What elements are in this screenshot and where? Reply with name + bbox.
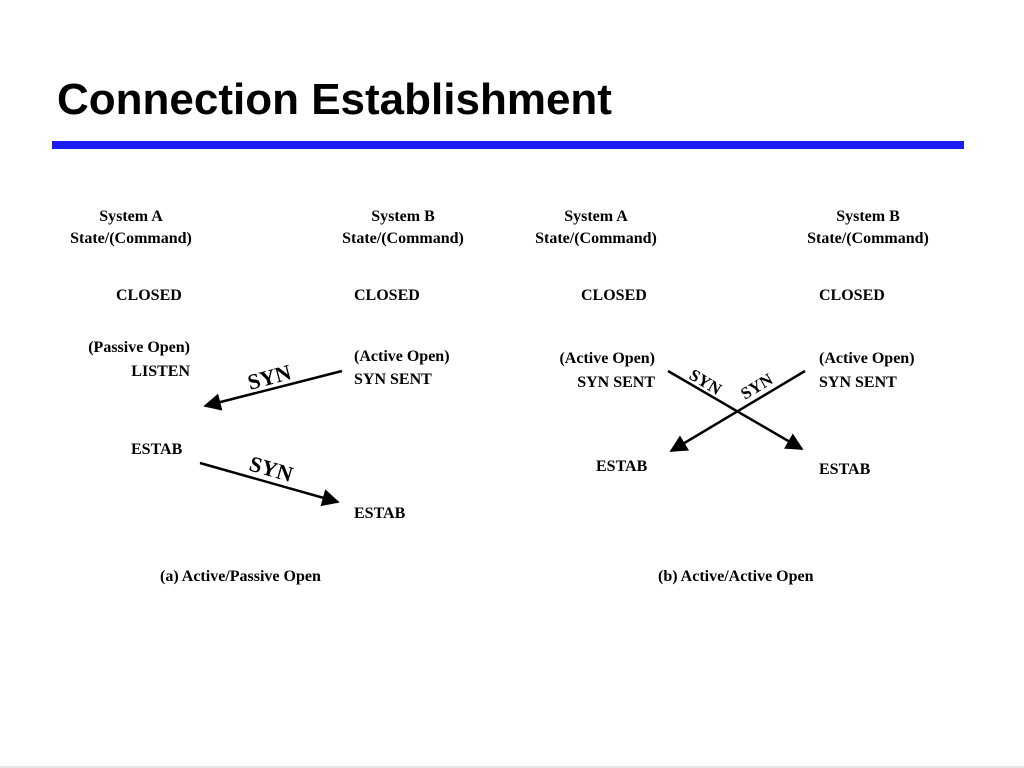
panel-b-system-a-header: System A State/(Command)	[511, 206, 681, 250]
panel-b-b-active-open: (Active Open)	[819, 350, 915, 367]
panel-b-syn-arrow-b-to-a	[669, 369, 806, 453]
panel-b-system-b-sub: State/(Command)	[807, 230, 929, 247]
panel-b-b-closed: CLOSED	[819, 287, 885, 304]
panel-a-a-passive-open: (Passive Open)	[88, 339, 190, 356]
panel-b-b-syn-sent: SYN SENT	[819, 374, 897, 391]
panel-b-system-a-sub: State/(Command)	[535, 230, 657, 247]
panel-b-a-active-open: (Active Open)	[559, 350, 655, 367]
panel-a-syn-label-2: SYN	[247, 451, 296, 487]
panel-a-a-listen: LISTEN	[131, 363, 190, 380]
panel-b-caption: (b) Active/Active Open	[658, 568, 814, 585]
panel-b-system-b-header: System B State/(Command)	[783, 206, 953, 250]
panel-a-caption: (a) Active/Passive Open	[160, 568, 321, 585]
panel-a-b-active-open: (Active Open)	[354, 348, 450, 365]
panel-a-system-a-name: System A	[99, 208, 163, 225]
panel-a-a-closed: CLOSED	[116, 287, 182, 304]
panel-a-system-b-header: System B State/(Command)	[318, 206, 488, 250]
panel-a-a-estab: ESTAB	[131, 441, 183, 458]
panel-a-syn-arrow-b-to-a	[203, 369, 343, 411]
panel-a-b-closed: CLOSED	[354, 287, 420, 304]
title-underline	[52, 141, 964, 149]
panel-a-system-b-name: System B	[371, 208, 435, 225]
panel-b-system-b-name: System B	[836, 208, 900, 225]
slide-title: Connection Establishment	[57, 75, 612, 124]
panel-b-a-syn-sent: SYN SENT	[577, 374, 655, 391]
panel-a-b-syn-sent: SYN SENT	[354, 371, 432, 388]
panel-a-syn-arrow-a-to-b	[199, 461, 340, 507]
panel-b-a-closed: CLOSED	[581, 287, 647, 304]
panel-b-system-a-name: System A	[564, 208, 628, 225]
panel-a-system-a-sub: State/(Command)	[70, 230, 192, 247]
panel-a-syn-label-1: SYN	[245, 359, 294, 395]
panel-b-a-estab: ESTAB	[596, 458, 648, 475]
panel-a-system-b-sub: State/(Command)	[342, 230, 464, 247]
panel-b-b-estab: ESTAB	[819, 461, 871, 478]
panel-a-system-a-header: System A State/(Command)	[46, 206, 216, 250]
panel-a-b-estab: ESTAB	[354, 505, 406, 522]
panel-b-syn-arrow-a-to-b	[667, 369, 804, 451]
bottom-rule	[0, 766, 1024, 768]
